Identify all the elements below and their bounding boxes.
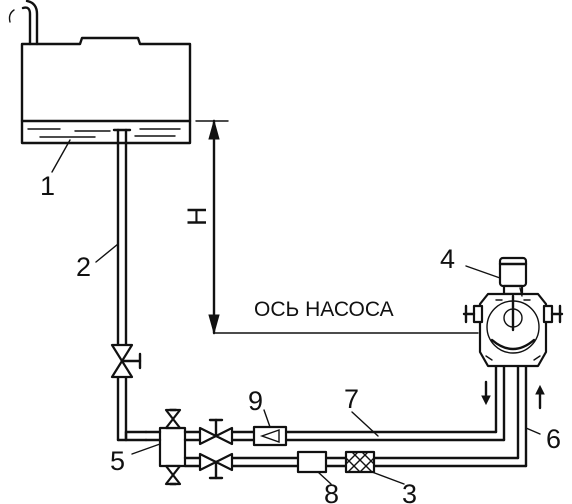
upper-pipe xyxy=(183,364,506,442)
check-valve xyxy=(252,425,288,447)
pump xyxy=(462,256,564,368)
suction-pipe xyxy=(112,128,148,442)
vent-pipe xyxy=(8,0,39,46)
label-pump: 4 xyxy=(440,244,455,274)
label-component-8: 8 xyxy=(324,479,339,504)
fuel-tank xyxy=(20,36,192,145)
manifold-block xyxy=(144,408,187,486)
leader-lines xyxy=(51,139,541,485)
lower-pipe xyxy=(183,364,528,468)
filter-element xyxy=(344,450,376,474)
label-manifold: 5 xyxy=(110,446,125,476)
component-8-box xyxy=(296,450,328,474)
upper-valve xyxy=(198,418,234,446)
label-tank: 1 xyxy=(40,171,55,201)
pump-axis-caption: ОСЬ НАСОСА xyxy=(254,298,394,321)
label-filter: 3 xyxy=(402,479,417,504)
label-return-line: 7 xyxy=(344,384,359,414)
suction-valve xyxy=(110,343,142,379)
lower-valve xyxy=(198,452,234,480)
label-suction-pipe: 2 xyxy=(76,252,91,282)
label-check-valve: 9 xyxy=(248,386,263,416)
label-return-line-right: 6 xyxy=(546,424,561,454)
height-dimension xyxy=(195,119,479,335)
flow-arrows xyxy=(481,380,545,410)
label-height: H xyxy=(182,207,212,227)
